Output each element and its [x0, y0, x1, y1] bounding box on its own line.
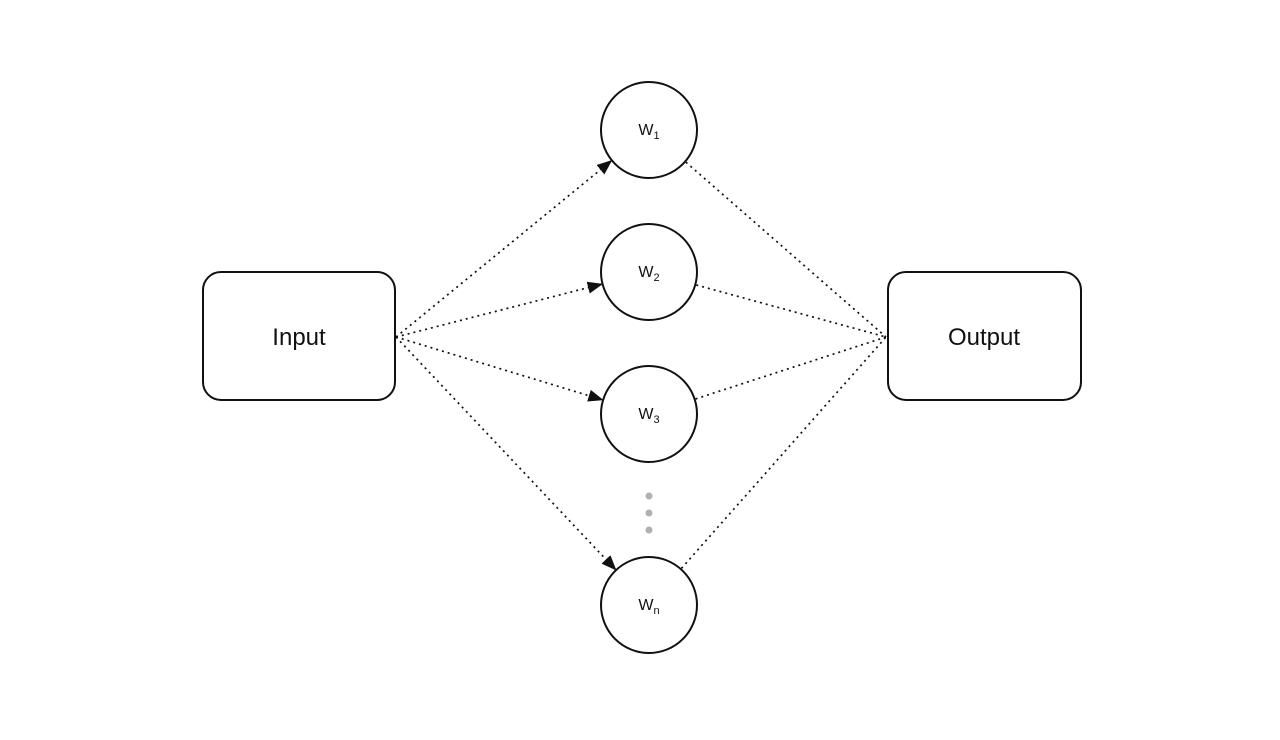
w2-label-main: W: [638, 264, 654, 281]
w3-label: W3: [638, 406, 659, 426]
wn-label: Wn: [638, 597, 659, 617]
edge-w2-output: [696, 284, 887, 338]
output-label: Output: [948, 324, 1020, 351]
vertical-ellipsis-icon: [645, 492, 653, 534]
edge-wn-output: [680, 336, 887, 569]
w2-circle: [600, 223, 698, 321]
edge-input-w1: [395, 160, 613, 338]
edge-input-w2: [395, 281, 603, 338]
w2-label-sub: 2: [653, 272, 659, 284]
input-label: Input: [272, 324, 326, 351]
weight-node-w3: W3: [600, 365, 698, 463]
output-box: [887, 271, 1082, 401]
w1-label-sub: 1: [653, 130, 659, 142]
ellipsis-dot-3: [645, 526, 653, 534]
wn-label-main: W: [638, 597, 654, 614]
wn-label-sub: n: [653, 605, 659, 617]
output-edges: [680, 161, 887, 569]
edge-input-w3: [395, 336, 604, 402]
ellipsis-dot-2: [645, 509, 653, 517]
w3-circle: [600, 365, 698, 463]
input-edges: [395, 160, 617, 571]
edge-input-wn: [395, 336, 617, 571]
w1-label-main: W: [638, 122, 654, 139]
weight-node-w1: W1: [600, 81, 698, 179]
weight-node-wn: Wn: [600, 556, 698, 654]
w2-label: W2: [638, 264, 659, 284]
input-box: [202, 271, 396, 401]
w3-label-main: W: [638, 406, 654, 423]
edge-w1-output: [685, 161, 887, 338]
weight-node-w2: W2: [600, 223, 698, 321]
ellipsis-dot-1: [645, 492, 653, 500]
edge-w3-output: [695, 336, 887, 400]
wn-circle: [600, 556, 698, 654]
w1-circle: [600, 81, 698, 179]
output-node: Output: [887, 271, 1082, 401]
input-node: Input: [202, 271, 396, 401]
w1-label: W1: [638, 122, 659, 142]
w3-label-sub: 3: [653, 414, 659, 426]
